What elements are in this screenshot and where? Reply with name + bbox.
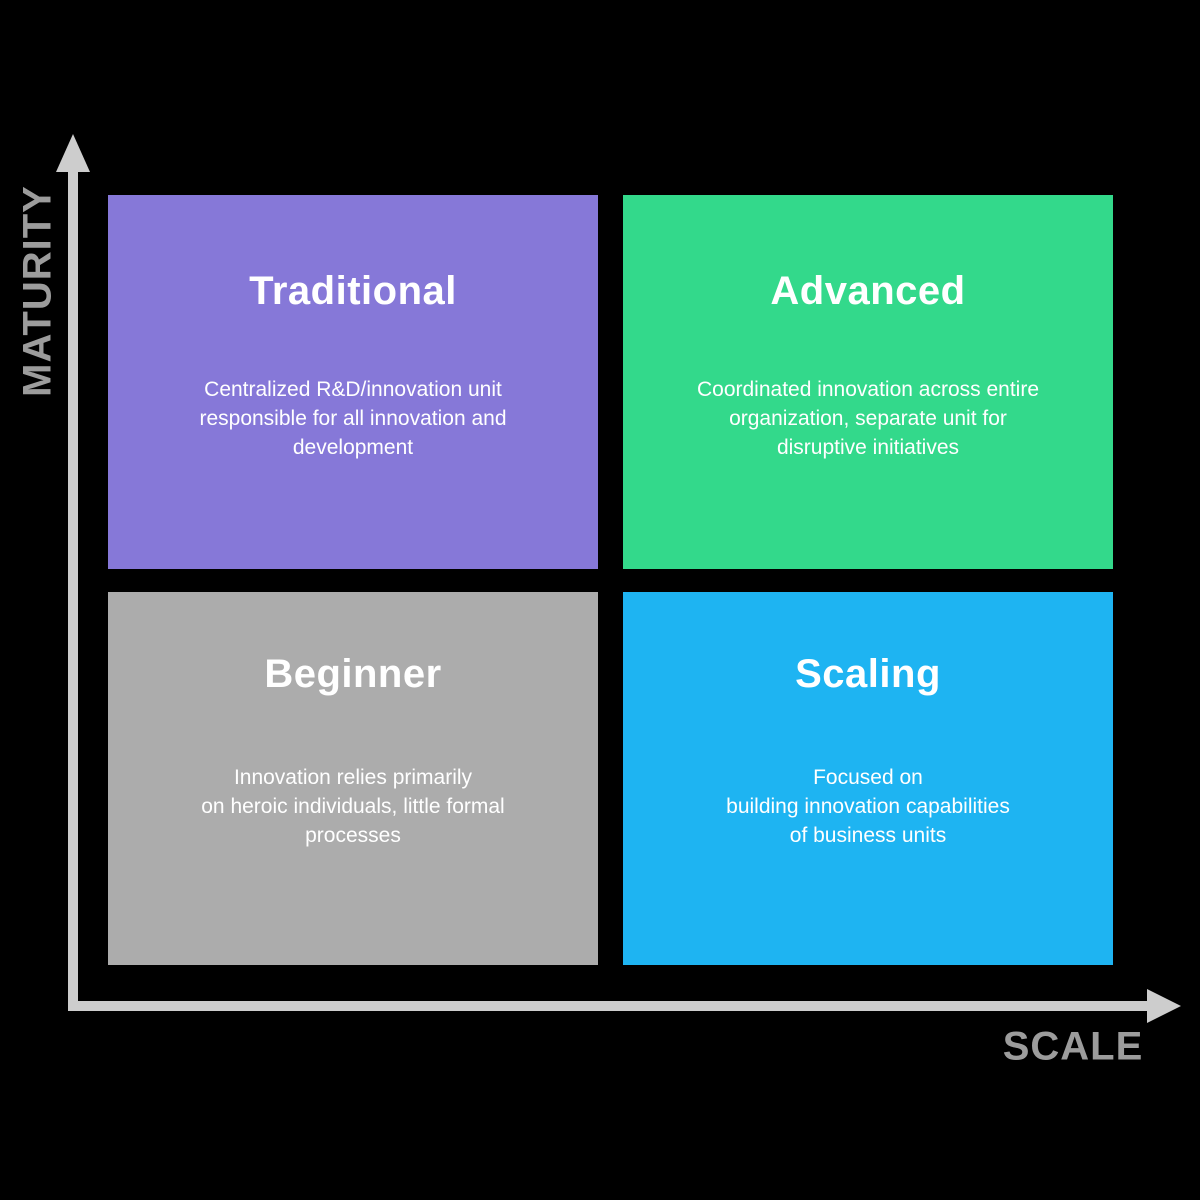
- quadrant-description: Focused on building innovation capabilit…: [726, 763, 1010, 850]
- quadrant-scaling: Scaling Focused on building innovation c…: [623, 592, 1113, 965]
- x-axis-line: [68, 1001, 1150, 1011]
- description-line: Innovation relies primarily: [233, 766, 473, 789]
- description-line: disruptive initiatives: [776, 436, 960, 459]
- description-line: responsible for all innovation and: [199, 407, 507, 430]
- description-line: development: [292, 436, 414, 459]
- description-line: on heroic individuals, little formal: [201, 795, 505, 818]
- description-line: organization, separate unit for: [729, 407, 1007, 430]
- quadrant-traditional: Traditional Centralized R&D/innovation u…: [108, 195, 598, 569]
- description-line: of business units: [789, 824, 947, 847]
- quadrant-description: Coordinated innovation across entire org…: [697, 375, 1039, 462]
- y-axis-label-maturity: MATURITY: [15, 185, 60, 397]
- description-line: processes: [305, 824, 401, 847]
- quadrant-title: Advanced: [770, 269, 966, 313]
- description-line: Centralized R&D/innovation unit: [204, 378, 502, 401]
- y-axis-arrowhead: [56, 134, 90, 172]
- quadrant-title: Traditional: [249, 269, 457, 313]
- description-line: building innovation capabilities: [726, 795, 1010, 818]
- quadrant-title: Beginner: [264, 652, 442, 696]
- x-axis-label-scale: SCALE: [1002, 1024, 1144, 1069]
- quadrant-description: Centralized R&D/innovation unit responsi…: [199, 375, 506, 462]
- description-line: Focused on: [813, 766, 923, 789]
- y-axis-line: [68, 168, 78, 1010]
- quadrant-advanced: Advanced Coordinated innovation across e…: [623, 195, 1113, 569]
- description-line: Coordinated innovation across entire: [696, 378, 1040, 401]
- quadrant-beginner: Beginner Innovation relies primarily on …: [108, 592, 598, 965]
- quadrant-description: Innovation relies primarily on heroic in…: [201, 763, 504, 850]
- quadrant-title: Scaling: [795, 652, 941, 696]
- x-axis-arrowhead: [1147, 989, 1181, 1023]
